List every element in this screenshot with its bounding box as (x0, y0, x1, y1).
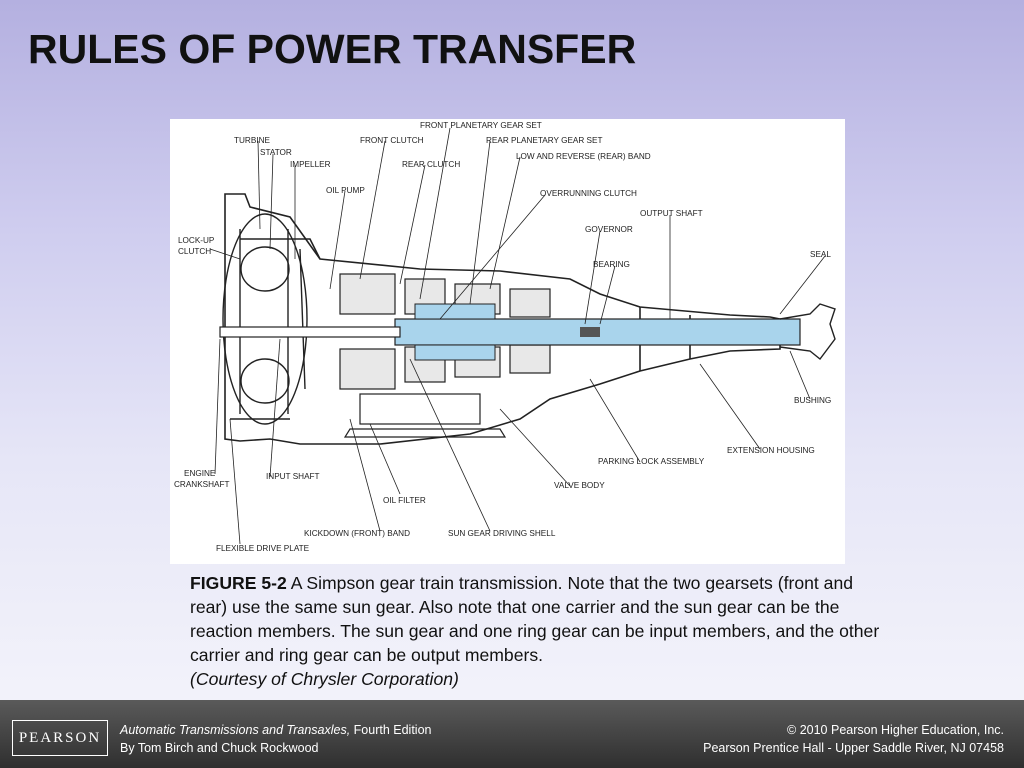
highlighted-shaft (394, 303, 801, 361)
torque-converter (222, 213, 308, 425)
caption-text: A Simpson gear train transmission. Note … (190, 573, 880, 665)
label-impeller: IMPELLER (290, 160, 331, 169)
caption-credit: (Courtesy of Chrysler Corporation) (190, 669, 459, 689)
label-stator: STATOR (260, 148, 292, 157)
label-bearing: BEARING (593, 260, 630, 269)
label-valve-body: VALVE BODY (554, 481, 605, 490)
book-authors: By Tom Birch and Chuck Rockwood (120, 741, 319, 755)
pearson-logo: PEARSON (12, 720, 108, 756)
label-input-shaft: INPUT SHAFT (266, 472, 320, 481)
valve-body (343, 393, 507, 438)
figure-number: FIGURE 5-2 (190, 573, 287, 593)
label-flexible-drive-plate: FLEXIBLE DRIVE PLATE (216, 544, 310, 553)
book-title: Automatic Transmissions and Transaxles, (120, 723, 351, 737)
label-rear-clutch: REAR CLUTCH (402, 160, 460, 169)
transmission-cutaway-drawing: FRONT PLANETARY GEAR SET REAR PLANETARY … (174, 121, 836, 553)
leader-lines (209, 127, 826, 545)
book-title-line: Automatic Transmissions and Transaxles, … (120, 723, 431, 737)
slide-footer: PEARSON Automatic Transmissions and Tran… (0, 700, 1024, 768)
label-crankshaft: CRANKSHAFT (174, 480, 230, 489)
label-kickdown-band: KICKDOWN (FRONT) BAND (304, 529, 410, 538)
input-shaft (219, 326, 401, 338)
label-lock-up: LOCK-UP (178, 236, 215, 245)
label-clutch: CLUTCH (178, 247, 211, 256)
publisher-info: Pearson Prentice Hall - Upper Saddle Riv… (703, 741, 1004, 755)
output-yoke (779, 303, 836, 360)
transmission-diagram: FRONT PLANETARY GEAR SET REAR PLANETARY … (170, 119, 845, 564)
label-front-planetary-gear-set: FRONT PLANETARY GEAR SET (420, 121, 542, 130)
label-rear-planetary-gear-set: REAR PLANETARY GEAR SET (486, 136, 602, 145)
copyright-notice: © 2010 Pearson Higher Education, Inc. (787, 723, 1004, 737)
slide-title: RULES OF POWER TRANSFER (28, 26, 637, 72)
label-engine: ENGINE (184, 469, 216, 478)
label-bushing: BUSHING (794, 396, 831, 405)
label-governor: GOVERNOR (585, 225, 633, 234)
label-seal: SEAL (810, 250, 831, 259)
book-edition: Fourth Edition (350, 723, 432, 737)
label-turbine: TURBINE (234, 136, 270, 145)
label-front-clutch: FRONT CLUTCH (360, 136, 424, 145)
figure-caption: FIGURE 5-2 A Simpson gear train transmis… (190, 571, 880, 691)
label-sun-gear-driving-shell: SUN GEAR DRIVING SHELL (448, 529, 556, 538)
label-oil-filter: OIL FILTER (383, 496, 426, 505)
label-extension-housing: EXTENSION HOUSING (727, 446, 815, 455)
label-parking-lock-assembly: PARKING LOCK ASSEMBLY (598, 457, 705, 466)
label-low-and-reverse-band: LOW AND REVERSE (REAR) BAND (516, 152, 651, 161)
label-output-shaft: OUTPUT SHAFT (640, 209, 703, 218)
label-overrunning-clutch: OVERRUNNING CLUTCH (540, 189, 637, 198)
label-oil-pump: OIL PUMP (326, 186, 365, 195)
